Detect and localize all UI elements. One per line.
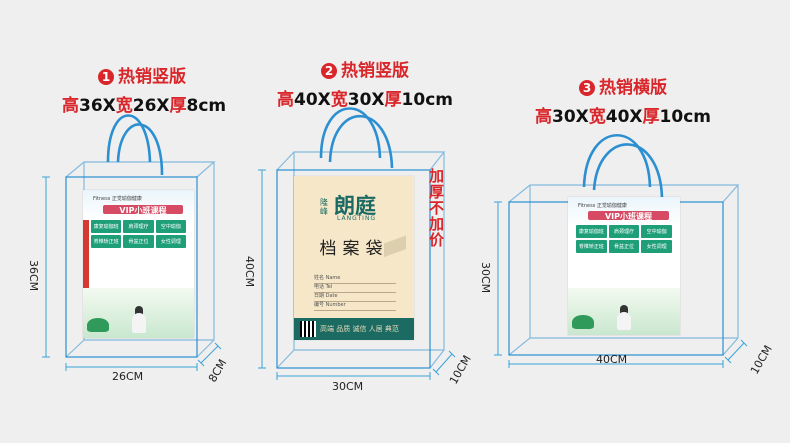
flyer-banner: VIP小班课程 — [102, 205, 183, 215]
flyer-cell: 骨盆正位 — [123, 234, 154, 248]
bag-2-file-pocket: 隆峰 朗庭 LANGTING 档案袋 姓名 Name 电话 Tel 日期 Dat… — [294, 176, 414, 340]
bag-3-height-label: 30CM — [479, 262, 492, 294]
flyer-cell: 肩颈理疗 — [608, 224, 640, 238]
bag-1-height-label: 36CM — [27, 260, 40, 292]
flyer-banner: VIP小班课程 — [588, 211, 669, 221]
bag-2-dimension-lines — [258, 169, 456, 380]
bag-2-side-note: 加厚不加价 — [427, 168, 445, 248]
bag-1-outline — [65, 114, 216, 358]
file-row: 日期 Date — [314, 292, 396, 302]
flyer-cell: 骨盆正位 — [608, 239, 640, 253]
bag-1-dimension-lines — [42, 176, 222, 371]
bag-2-size-text: 高40X宽30X厚10cm — [277, 90, 453, 110]
flyer-cell: 空中瑜伽 — [641, 224, 672, 238]
bag-1-width-label: 26CM — [112, 370, 144, 383]
bag-3-flyer: Fitness 正觉瑜伽健康 VIP小班课程 康复瑜伽班 肩颈理疗 空中瑜伽 脊… — [568, 197, 680, 335]
file-brand-small: 隆峰 — [320, 198, 328, 216]
file-footer: 高端 品质 诚信 人居 典范 — [294, 318, 414, 340]
flyer-landscape — [83, 287, 194, 338]
bag-1-handle-front — [116, 123, 164, 176]
flyer-cell: 女性调理 — [641, 239, 672, 253]
flyer-brand: Fitness 正觉瑜伽健康 — [93, 196, 142, 202]
bag-2-outline — [276, 107, 446, 369]
bag-2-width-label: 30CM — [332, 380, 364, 393]
bag-1-front-face — [65, 176, 198, 358]
bag-3-width-label: 40CM — [596, 353, 628, 366]
bag-3-type-label: 热销横版 — [599, 78, 667, 98]
file-brand-name: 朗庭 — [334, 193, 376, 218]
bag-2-handle-back — [319, 107, 382, 159]
bag-1-type-label: 热销竖版 — [118, 67, 186, 87]
bag-3-handle-front — [592, 143, 664, 199]
bag-2-number-badge: 2 — [321, 63, 337, 79]
flyer-cell: 女性调理 — [155, 234, 186, 248]
flyer-brand: Fitness 正觉瑜伽健康 — [578, 203, 627, 209]
flyer-cell: 肩颈理疗 — [123, 219, 154, 233]
flyer-cell: 脊椎矫正班 — [576, 239, 607, 253]
flyer-landscape — [568, 288, 680, 335]
file-row: 编号 Number — [314, 301, 396, 311]
bag-1-flyer: Fitness 正觉瑜伽健康 VIP小班课程 康复瑜伽班 肩颈理疗 空中瑜伽 脊… — [83, 190, 194, 338]
bag-2-type-label: 热销竖版 — [341, 61, 409, 81]
bag-2-handle-front — [328, 114, 394, 169]
bag-3-size-text: 高30X宽40X厚10cm — [535, 107, 711, 127]
lotus-image — [572, 315, 594, 329]
bag-3-number-badge: 3 — [579, 80, 595, 96]
bag-3-handle-back — [582, 134, 652, 188]
bag-1-number-badge: 1 — [98, 69, 114, 85]
bag-1-handle-back — [106, 114, 152, 163]
flyer-cell: 空中瑜伽 — [155, 219, 186, 233]
bag-2-height-label: 40CM — [243, 256, 256, 288]
flyer-cell: 脊椎矫正班 — [91, 234, 122, 248]
flyer-cell: 康复瑜伽班 — [576, 224, 607, 238]
mountain-decoration — [384, 216, 406, 276]
bag-2-front-face — [276, 169, 431, 369]
instructor-image — [617, 311, 632, 331]
bag-1-size-text: 高36X宽26X厚8cm — [62, 96, 227, 116]
instructor-image — [131, 312, 146, 333]
file-row: 姓名 Name — [314, 274, 396, 284]
bag-3-dimension-lines — [494, 201, 748, 368]
file-brand-en: LANGTING — [337, 215, 377, 222]
file-row: 电话 Tel — [314, 283, 396, 293]
qr-code-icon — [300, 321, 316, 337]
file-main-text: 档案袋 — [319, 239, 389, 259]
flyer-cell: 康复瑜伽班 — [91, 219, 122, 233]
lotus-image — [87, 318, 109, 332]
